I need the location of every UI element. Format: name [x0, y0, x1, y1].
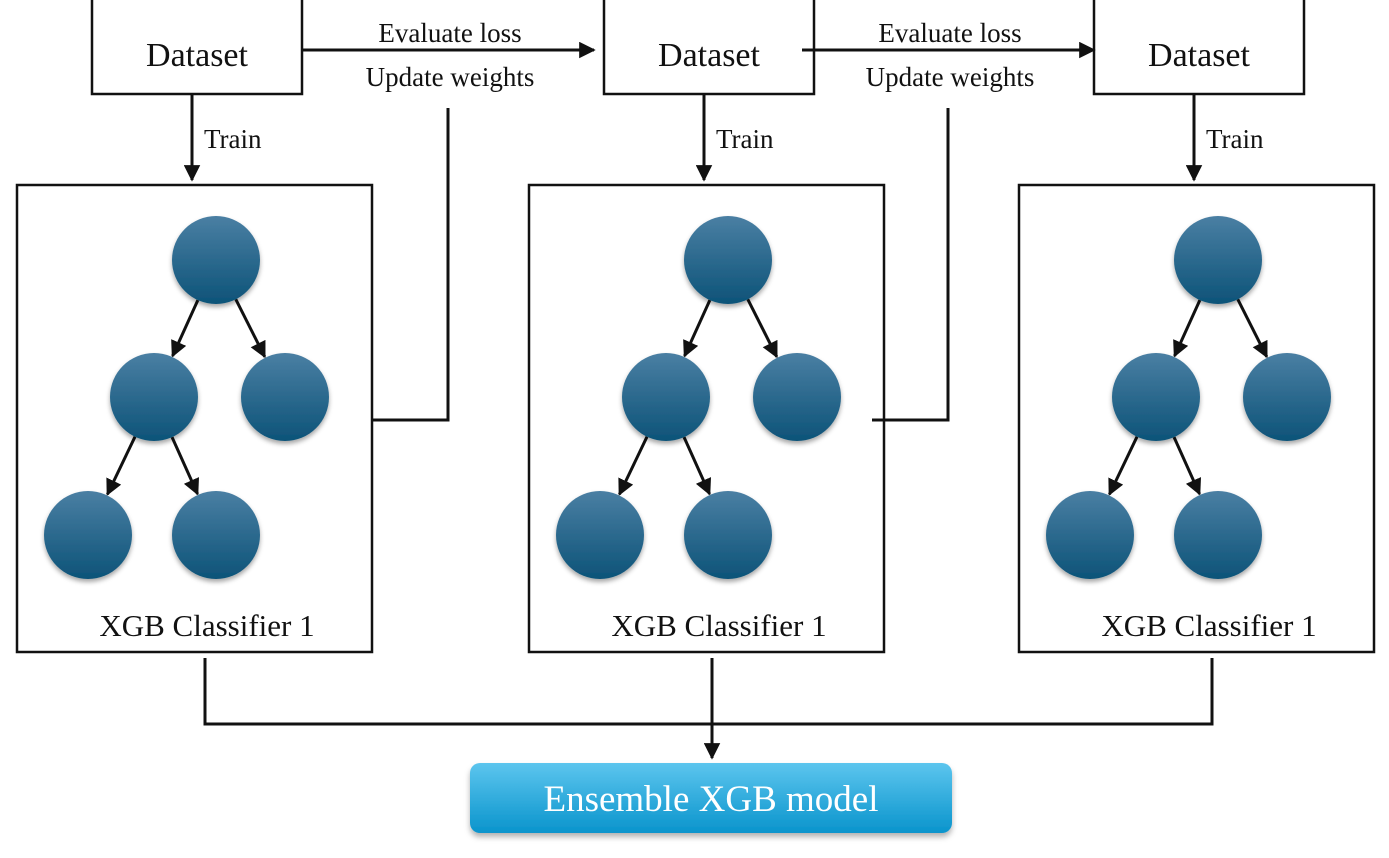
update-weights-label: Update weights: [366, 62, 535, 92]
tree-node: [1112, 353, 1200, 441]
dataset-label: Dataset: [1148, 37, 1251, 74]
tree-edge: [1172, 436, 1201, 496]
evaluate-loss-label: Evaluate loss: [378, 18, 521, 48]
collector-line: [203, 658, 1214, 726]
classifier-label: XGB Classifier 1: [99, 608, 314, 643]
train-label: Train: [716, 124, 774, 154]
tree-node: [44, 491, 132, 579]
ensemble-label: Ensemble XGB model: [543, 779, 878, 820]
train-label: Train: [204, 124, 262, 154]
tree-edge: [106, 436, 137, 496]
ensemble-collector: [203, 658, 1214, 760]
dataset-label: Dataset: [146, 37, 249, 74]
tree-node: [556, 491, 644, 579]
ensemble-model-box: Ensemble XGB model: [470, 763, 952, 833]
classifier-label: XGB Classifier 1: [611, 608, 826, 643]
tree-root-node: [1174, 216, 1262, 304]
ensemble-box-shape: [470, 763, 952, 833]
tree-edge: [171, 299, 200, 358]
tree-edge: [170, 436, 199, 496]
tree-edge: [682, 436, 711, 496]
tree-edge: [746, 298, 779, 359]
tree-node: [172, 491, 260, 579]
dataset-box: [1092, 0, 1306, 96]
dataset-box: [602, 0, 816, 96]
tree-edge: [1173, 299, 1202, 358]
tree-edge: [618, 436, 649, 496]
dataset-label: Dataset: [658, 37, 761, 74]
tree-node: [1243, 353, 1331, 441]
dataset-box: [90, 0, 304, 96]
train-label: Train: [1206, 124, 1264, 154]
classifier-label: XGB Classifier 1: [1101, 608, 1316, 643]
feedback-connector: [872, 108, 950, 422]
tree-node: [1046, 491, 1134, 579]
tree-edge: [1236, 298, 1269, 359]
tree-node: [753, 353, 841, 441]
tree-node: [684, 491, 772, 579]
tree-edge: [1108, 436, 1139, 496]
tree-edge: [234, 298, 267, 359]
tree-node: [622, 353, 710, 441]
tree-root-node: [172, 216, 260, 304]
tree-node: [110, 353, 198, 441]
tree-edge: [683, 299, 712, 358]
update-weights-label: Update weights: [866, 62, 1035, 92]
tree-node: [241, 353, 329, 441]
tree-node: [1174, 491, 1262, 579]
feedback-connector: [372, 108, 450, 422]
tree-root-node: [684, 216, 772, 304]
evaluate-loss-label: Evaluate loss: [878, 18, 1021, 48]
